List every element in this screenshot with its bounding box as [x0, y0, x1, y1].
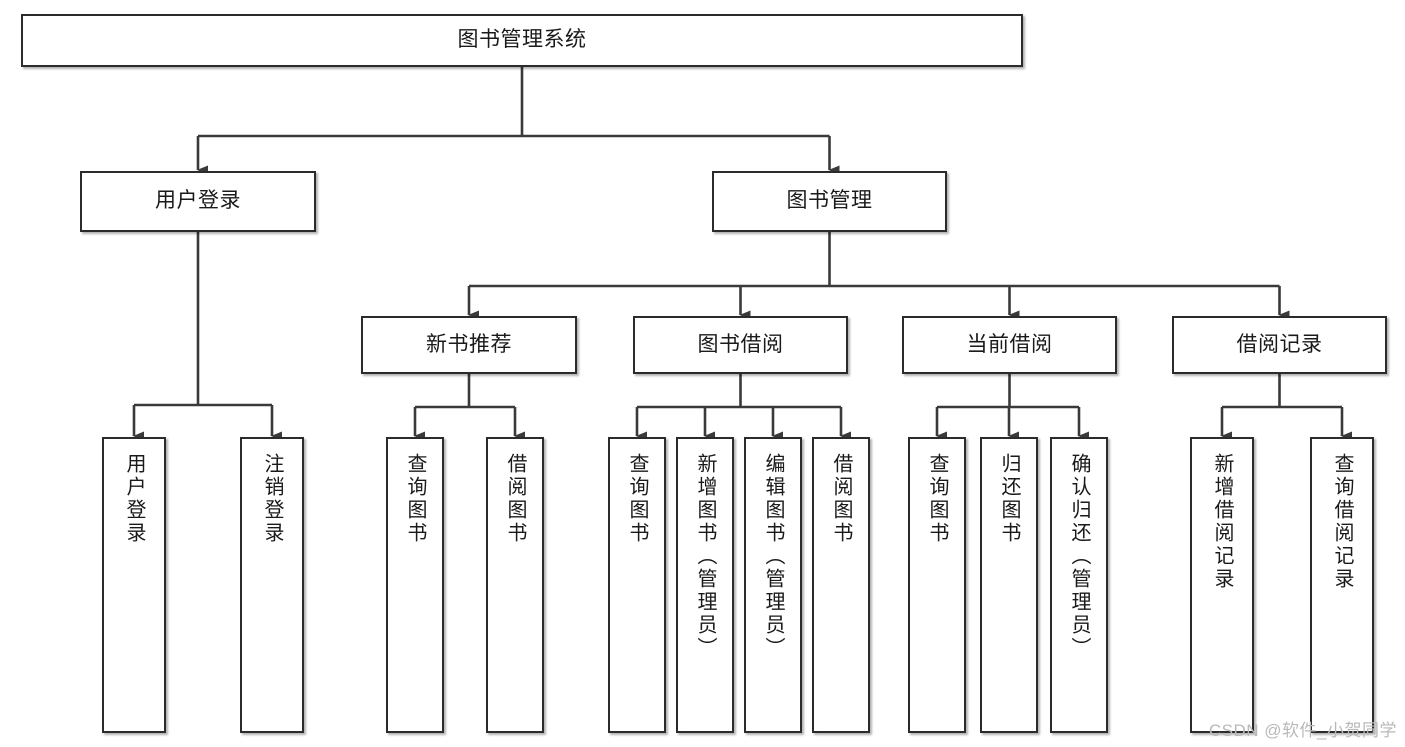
node-leaf-return-book[interactable]: 归还图书	[980, 437, 1038, 733]
node-label-leaf-confirm-return-admin: 确认归还（管理员）	[1068, 453, 1090, 660]
node-label-leaf-edit-book-admin: 编辑图书（管理员）	[762, 453, 784, 660]
node-leaf-query-book-1[interactable]: 查询图书	[386, 437, 444, 733]
node-label-book-borrow: 图书借阅	[697, 332, 784, 356]
node-leaf-user-login[interactable]: 用户登录	[102, 437, 166, 733]
node-label-leaf-query-book-1: 查询图书	[404, 453, 426, 545]
node-leaf-user-logout[interactable]: 注销登录	[240, 437, 304, 733]
node-label-leaf-add-book-admin: 新增图书（管理员）	[694, 453, 716, 660]
node-book-borrow[interactable]: 图书借阅	[633, 316, 848, 374]
node-label-leaf-user-login: 用户登录	[123, 453, 145, 545]
node-label-book-management: 图书管理	[786, 189, 873, 213]
node-leaf-query-book-2[interactable]: 查询图书	[608, 437, 666, 733]
watermark-text: CSDN @软件_小贺同学	[1208, 721, 1397, 740]
node-leaf-add-book-admin[interactable]: 新增图书（管理员）	[676, 437, 734, 733]
node-book-management[interactable]: 图书管理	[712, 171, 947, 232]
node-label-root: 图书管理系统	[457, 28, 587, 52]
node-leaf-query-borrow-record[interactable]: 查询借阅记录	[1310, 437, 1374, 733]
node-new-book-recommend[interactable]: 新书推荐	[361, 316, 577, 374]
node-label-current-borrow: 当前借阅	[966, 332, 1053, 356]
node-user-login[interactable]: 用户登录	[80, 171, 316, 232]
node-label-borrow-record: 借阅记录	[1236, 332, 1323, 356]
node-label-leaf-user-logout: 注销登录	[261, 453, 283, 545]
node-leaf-borrow-book-1[interactable]: 借阅图书	[486, 437, 544, 733]
node-leaf-borrow-book-2[interactable]: 借阅图书	[812, 437, 870, 733]
node-leaf-add-borrow-record[interactable]: 新增借阅记录	[1190, 437, 1254, 733]
node-root[interactable]: 图书管理系统	[21, 14, 1023, 67]
node-label-leaf-query-book-2: 查询图书	[626, 453, 648, 545]
node-leaf-query-book-3[interactable]: 查询图书	[908, 437, 966, 733]
node-label-new-book-recommend: 新书推荐	[426, 332, 512, 356]
node-label-leaf-query-borrow-record: 查询借阅记录	[1331, 453, 1353, 591]
node-label-user-login: 用户登录	[155, 189, 241, 213]
node-leaf-edit-book-admin[interactable]: 编辑图书（管理员）	[744, 437, 802, 733]
node-label-leaf-borrow-book-1: 借阅图书	[504, 453, 526, 545]
node-label-leaf-add-borrow-record: 新增借阅记录	[1211, 453, 1233, 591]
node-label-leaf-return-book: 归还图书	[998, 453, 1020, 545]
node-borrow-record[interactable]: 借阅记录	[1172, 316, 1387, 374]
node-current-borrow[interactable]: 当前借阅	[902, 316, 1117, 374]
node-label-leaf-borrow-book-2: 借阅图书	[830, 453, 852, 545]
node-label-leaf-query-book-3: 查询图书	[926, 453, 948, 545]
node-leaf-confirm-return-admin[interactable]: 确认归还（管理员）	[1050, 437, 1108, 733]
